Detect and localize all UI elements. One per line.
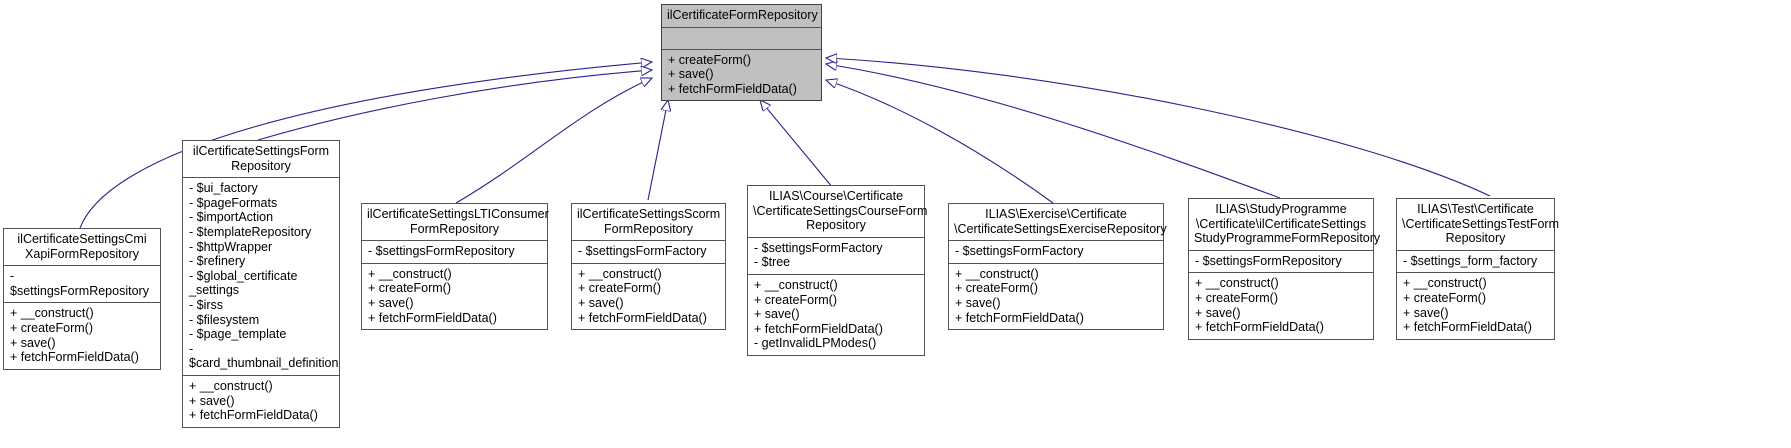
- class-operations: + createForm() + save() + fetchFormField…: [668, 52, 797, 96]
- class-title: ilCertificateSettingsLTIConsumer FormRep…: [362, 204, 549, 242]
- class-operations: + __construct() + createForm() + save() …: [578, 266, 707, 325]
- class-attributes: - $settingsFormFactory - $tree: [748, 238, 924, 275]
- class-attributes: - $settingsFormFactory: [949, 241, 1163, 264]
- class-box-certificatesettingscourseformrepository[interactable]: ILIAS\Course\Certificate \CertificateSet…: [747, 185, 927, 356]
- class-attributes: - $settingsFormRepository: [1189, 251, 1373, 274]
- class-operations: + __construct() + createForm() + save() …: [10, 306, 139, 365]
- class-box-ilcertificatesettingsscormformrepository[interactable]: ilCertificateSettingsScorm FormRepositor…: [571, 203, 726, 331]
- class-box-ilcertificatesettingsformrepository[interactable]: ilCertificateSettingsForm Repository - $…: [182, 140, 340, 428]
- class-box-certificatesettingsexerciserepository[interactable]: ILIAS\Exercise\Certificate \CertificateS…: [948, 203, 1167, 331]
- class-attributes: - $ui_factory - $pageFormats - $importAc…: [183, 178, 339, 376]
- class-operations: + __construct() + createForm() + save() …: [955, 266, 1084, 325]
- class-box-certificatesettingstestformrepository[interactable]: ILIAS\Test\Certificate \CertificateSetti…: [1396, 198, 1559, 340]
- class-title: ILIAS\StudyProgramme \Certificate\ilCert…: [1189, 199, 1380, 251]
- class-box-ilcertificatesettingslticonsumerformrepository[interactable]: ilCertificateSettingsLTIConsumer FormRep…: [361, 203, 549, 331]
- class-attributes: - $settingsFormFactory: [572, 241, 725, 264]
- class-title: ilCertificateSettingsCmi XapiFormReposit…: [4, 229, 160, 267]
- class-box-ilcertificatesettingsstudyprogrammeformrepository[interactable]: ILIAS\StudyProgramme \Certificate\ilCert…: [1188, 198, 1380, 340]
- class-attributes: - $settingsFormRepository: [362, 241, 547, 264]
- class-title: ILIAS\Test\Certificate \CertificateSetti…: [1397, 199, 1559, 251]
- class-box-ilcertificatesettingscmixapiformrepository[interactable]: ilCertificateSettingsCmi XapiFormReposit…: [3, 228, 161, 370]
- class-attributes: - $settingsFormRepository: [4, 266, 160, 304]
- class-attributes: - $settings_form_factory: [1397, 251, 1554, 274]
- class-title: ILIAS\Exercise\Certificate \CertificateS…: [949, 204, 1167, 242]
- class-title: ilCertificateSettingsScorm FormRepositor…: [572, 204, 725, 242]
- class-title: ILIAS\Course\Certificate \CertificateSet…: [748, 186, 927, 238]
- class-box-ilcertificateformrepository[interactable]: ilCertificateFormRepository + createForm…: [661, 4, 822, 102]
- class-operations: + __construct() + save() + fetchFormFiel…: [189, 378, 318, 423]
- class-title: ilCertificateSettingsForm Repository: [183, 141, 339, 179]
- class-operations: + __construct() + createForm() + save() …: [368, 266, 497, 325]
- class-operations: + __construct() + createForm() + save() …: [1403, 276, 1532, 335]
- class-attributes: [662, 28, 821, 50]
- class-operations: + __construct() + createForm() + save() …: [754, 277, 883, 351]
- class-title: ilCertificateFormRepository: [662, 5, 821, 28]
- class-operations: + __construct() + createForm() + save() …: [1195, 276, 1324, 335]
